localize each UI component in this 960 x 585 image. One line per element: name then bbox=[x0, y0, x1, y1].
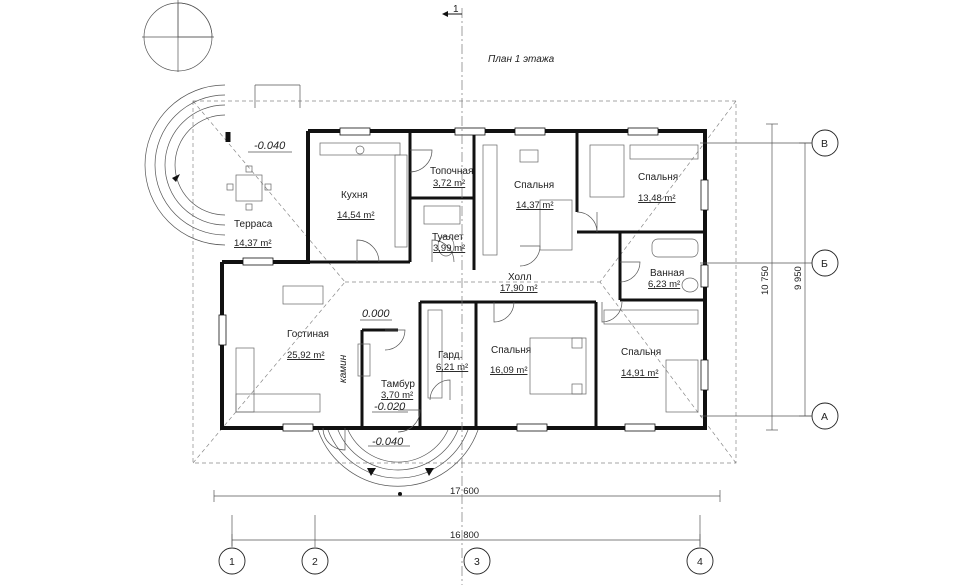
room-area: 25,92 m² bbox=[287, 350, 325, 361]
compass-icon bbox=[142, 0, 214, 72]
room-name: Гард. bbox=[438, 350, 462, 361]
doors bbox=[322, 149, 641, 451]
room-area: 14,37 m² bbox=[234, 238, 272, 249]
terrace-steps bbox=[144, 84, 301, 246]
room-area: 16,09 m² bbox=[490, 365, 528, 376]
room-area: 14,91 m² bbox=[621, 368, 659, 379]
axis-number: 4 bbox=[697, 556, 703, 568]
room-name: Спальня bbox=[514, 180, 554, 191]
room-name: Спальня bbox=[638, 172, 678, 183]
axis-numbers: 1 2 3 4 bbox=[218, 515, 714, 575]
interior-walls bbox=[308, 131, 705, 428]
room-area: 14,54 m² bbox=[337, 210, 375, 221]
axis-letter: В bbox=[821, 138, 828, 150]
room-area: 3,72 m² bbox=[433, 178, 465, 189]
room-area: 3,70 m² bbox=[381, 390, 413, 401]
room-name: Холл bbox=[508, 272, 532, 283]
room-name: Топочная bbox=[430, 166, 473, 177]
dimension-vertical: 10 750 9 950 bbox=[760, 123, 811, 431]
room-name: Тамбур bbox=[381, 378, 415, 390]
room-labels: Терраса 14,37 m² Кухня 14,54 m² Топочная… bbox=[234, 166, 684, 401]
axis-letters: В Б А bbox=[700, 129, 839, 430]
section-line: 1 bbox=[442, 4, 463, 585]
axis-letter: Б bbox=[821, 258, 828, 270]
level-vestibule: -0.020 bbox=[374, 401, 406, 413]
section-mark-label: 1 bbox=[453, 4, 459, 15]
room-name: Спальня bbox=[621, 347, 661, 358]
axis-number: 3 bbox=[474, 556, 480, 568]
overall-width-label: 17 600 bbox=[450, 486, 479, 497]
overall-depth-label: 10 750 bbox=[760, 266, 771, 295]
room-name: Терраса bbox=[234, 219, 273, 230]
porch-steps bbox=[317, 429, 479, 496]
room-area: 14,37 m² bbox=[516, 200, 554, 211]
room-name: Туалет bbox=[432, 232, 464, 243]
level-marks: -0.040 0.000 -0.020 -0.040 bbox=[248, 138, 410, 448]
level-hall: 0.000 bbox=[362, 308, 390, 320]
room-area: 6,21 m² bbox=[436, 362, 468, 373]
axis-letter: А bbox=[821, 411, 828, 423]
room-name: Гостиная bbox=[287, 329, 329, 340]
axis-width-label: 16 800 bbox=[450, 530, 479, 541]
room-name: Спальня bbox=[491, 345, 531, 356]
level-porch: -0.040 bbox=[372, 436, 404, 448]
room-area: 6,23 m² bbox=[648, 279, 680, 290]
dimension-horizontal: 17 600 16 800 bbox=[213, 486, 721, 546]
plan-title: План 1 этажа bbox=[488, 54, 555, 65]
room-name: Ванная bbox=[650, 268, 684, 279]
roof-outline bbox=[192, 100, 737, 464]
furniture bbox=[226, 142, 699, 413]
axis-number: 1 bbox=[229, 556, 235, 568]
fireplace-label: камин bbox=[338, 354, 349, 383]
axis-number: 2 bbox=[312, 556, 318, 568]
room-area: 13,48 m² bbox=[638, 193, 676, 204]
level-terrace: -0.040 bbox=[254, 140, 286, 152]
room-name: Кухня bbox=[341, 190, 368, 201]
room-area: 17,90 m² bbox=[500, 283, 538, 294]
windows bbox=[218, 127, 709, 432]
room-area: 3,99 m² bbox=[433, 243, 465, 254]
axis-depth-label: 9 950 bbox=[793, 266, 804, 290]
